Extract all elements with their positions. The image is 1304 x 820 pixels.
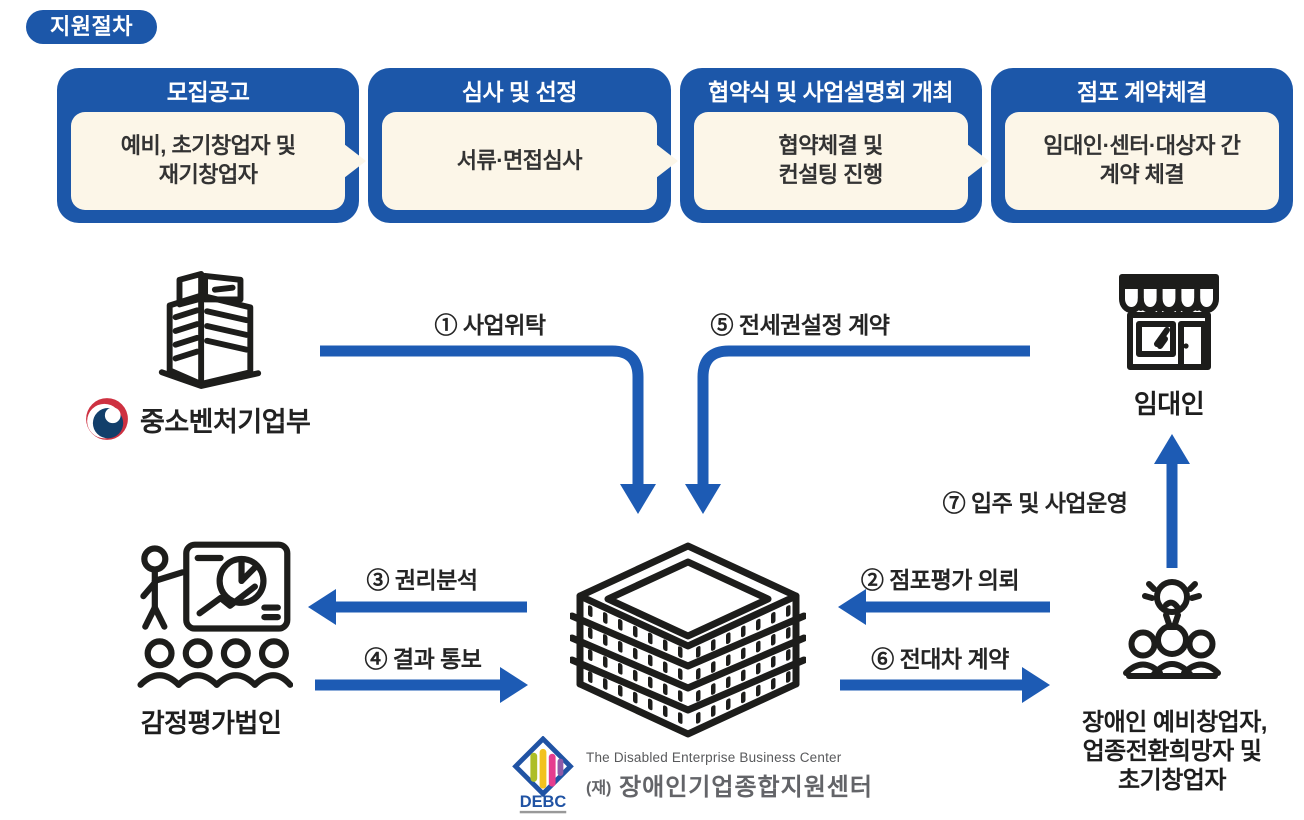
flow-label-6: ⑥ 전대차 계약 [871,646,1009,672]
step-body: 예비, 초기창업자 및 재기창업자 [71,112,346,210]
arrow-jeonse-right-contract [685,345,1030,514]
flow-label-4: ④ 결과 통보 [364,646,482,672]
step-title: 모집공고 [166,79,250,105]
entrepreneurs-label: 장애인 예비창업자, 업종전환희망자 및 초기창업자 [1082,708,1267,795]
arrow-result-notice [315,667,528,703]
center-name-ko: (재) 장애인기업종합지원센터 [586,767,873,802]
entrepreneurs-label-line: 업종전환희망자 및 [1082,738,1262,765]
step-body-line: 재기창업자 [158,162,258,187]
flow-label-2: ② 점포평가 의뢰 [860,567,1020,593]
step-body: 임대인·센터·대상자 간 계약 체결 [1004,112,1279,210]
step-agreement-ceremony: 협약식 및 사업설명회 개최 협약체결 및 컨설팅 진행 [679,68,982,223]
debc-text: The Disabled Enterprise Business Center … [586,750,873,802]
step-body: 서류·면접심사 [382,112,657,210]
storefront-icon [1119,274,1219,370]
step-title: 심사 및 선정 [461,79,578,105]
people-idea-icon [1123,579,1221,679]
step-screening: 심사 및 선정 서류·면접심사 [368,68,671,223]
process-steps-row: 모집공고 예비, 초기창업자 및 재기창업자 심사 및 선정 서류·면접심사 협… [57,68,1293,223]
step-title: 점포 계약체결 [1076,79,1207,105]
step-title: 협약식 및 사업설명회 개최 [708,79,954,105]
arrow-rights-analysis [308,589,527,625]
step-body-line: 서류·면접심사 [456,147,583,173]
ministry-label: 중소벤처기업부 [140,406,311,437]
step-body-line: 예비, 초기창업자 및 [120,133,296,159]
step-body-line: 계약 체결 [1099,162,1185,187]
center-building-icon [570,542,806,738]
arrow-store-appraisal-request [838,589,1050,625]
flow-label-5: ⑤ 전세권설정 계약 [710,312,890,338]
step-store-contract: 점포 계약체결 임대인·센터·대상자 간 계약 체결 [990,68,1293,223]
step-body-line: 협약체결 및 [778,133,883,159]
debc-logo-block: DEBC The Disabled Enterprise Business Ce… [512,736,873,816]
arrow-business-consignment [320,345,656,514]
arrow-sublease-contract [840,667,1050,703]
government-building-icon [158,270,262,389]
korea-government-emblem-icon [86,398,128,440]
entrepreneurs-label-line: 초기창업자 [1118,767,1226,794]
presentation-icon [137,541,293,688]
debc-logo-icon: DEBC [512,736,574,814]
center-name-en: The Disabled Enterprise Business Center [586,750,842,765]
step-body-line: 컨설팅 진행 [778,162,883,187]
debc-abbr: DEBC [520,793,567,811]
appraiser-label: 감정평가법인 [140,708,282,738]
landlord-label: 임대인 [1133,389,1205,419]
step-recruitment: 모집공고 예비, 초기창업자 및 재기창업자 [57,68,360,223]
flow-label-7: ⑦ 입주 및 사업운영 [942,490,1128,516]
arrow-move-in-operation [1154,434,1190,568]
entrepreneurs-label-line: 장애인 예비창업자, [1082,709,1267,736]
center-name-ko-main: 장애인기업종합지원센터 [619,774,873,801]
page-title: 지원절차 [26,10,157,44]
center-name-ko-prefix: (재) [586,780,612,797]
flow-label-1: ① 사업위탁 [434,312,546,338]
flow-label-3: ③ 권리분석 [366,567,478,593]
ministry-row: 중소벤처기업부 [84,396,311,442]
step-body: 협약체결 및 컨설팅 진행 [693,112,968,210]
step-body-line: 임대인·센터·대상자 간 [1043,133,1241,159]
